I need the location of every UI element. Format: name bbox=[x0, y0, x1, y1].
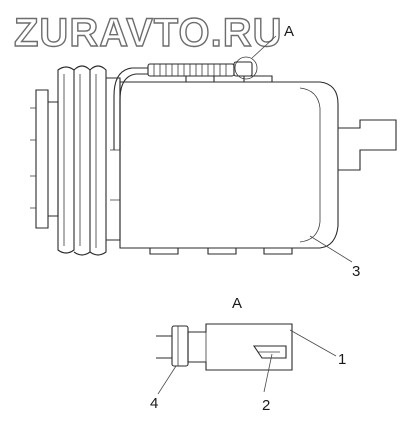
wire-sleeve bbox=[147, 63, 235, 77]
detail-letter: A bbox=[284, 23, 294, 40]
leader-4 bbox=[157, 365, 177, 395]
callout-3: 3 bbox=[352, 263, 360, 280]
view-a-detail bbox=[156, 323, 293, 371]
hub-bracket bbox=[35, 89, 49, 229]
detail-leader bbox=[251, 35, 277, 59]
compressor-assembly bbox=[30, 35, 397, 256]
clutch-coil bbox=[106, 77, 121, 241]
body-bottom-tabs bbox=[149, 248, 293, 255]
wire-harness bbox=[113, 67, 148, 150]
watermark-text: ZURAVTO.RU bbox=[14, 11, 283, 55]
view-a-title: A bbox=[232, 295, 242, 312]
hub-bolts bbox=[30, 107, 36, 209]
pulley-groove-3 bbox=[89, 65, 107, 256]
collar bbox=[171, 325, 189, 367]
callout-4: 4 bbox=[150, 395, 158, 412]
body-top-tabs bbox=[185, 75, 273, 82]
hub-flange bbox=[48, 101, 59, 217]
sensor-housing bbox=[187, 323, 293, 371]
wire-sleeve-ribs bbox=[153, 64, 227, 76]
sensor-slot bbox=[252, 345, 287, 359]
callout-2: 2 bbox=[262, 397, 270, 414]
pulley-groove-1 bbox=[57, 66, 75, 254]
sensor-body bbox=[233, 61, 253, 77]
rear-shaft bbox=[338, 119, 397, 171]
leader-3 bbox=[309, 235, 353, 263]
cable-end bbox=[156, 335, 172, 359]
pulley-groove-2 bbox=[73, 65, 91, 256]
leader-2 bbox=[263, 353, 273, 393]
clutch-terminal bbox=[110, 149, 121, 201]
wire-harness-inner bbox=[119, 73, 148, 150]
callout-1: 1 bbox=[338, 351, 346, 368]
leader-1 bbox=[289, 329, 337, 357]
rear-cover-seam bbox=[299, 87, 321, 243]
detail-circle bbox=[234, 56, 258, 80]
pulley-ridges bbox=[63, 74, 97, 248]
compressor-body bbox=[119, 81, 339, 249]
